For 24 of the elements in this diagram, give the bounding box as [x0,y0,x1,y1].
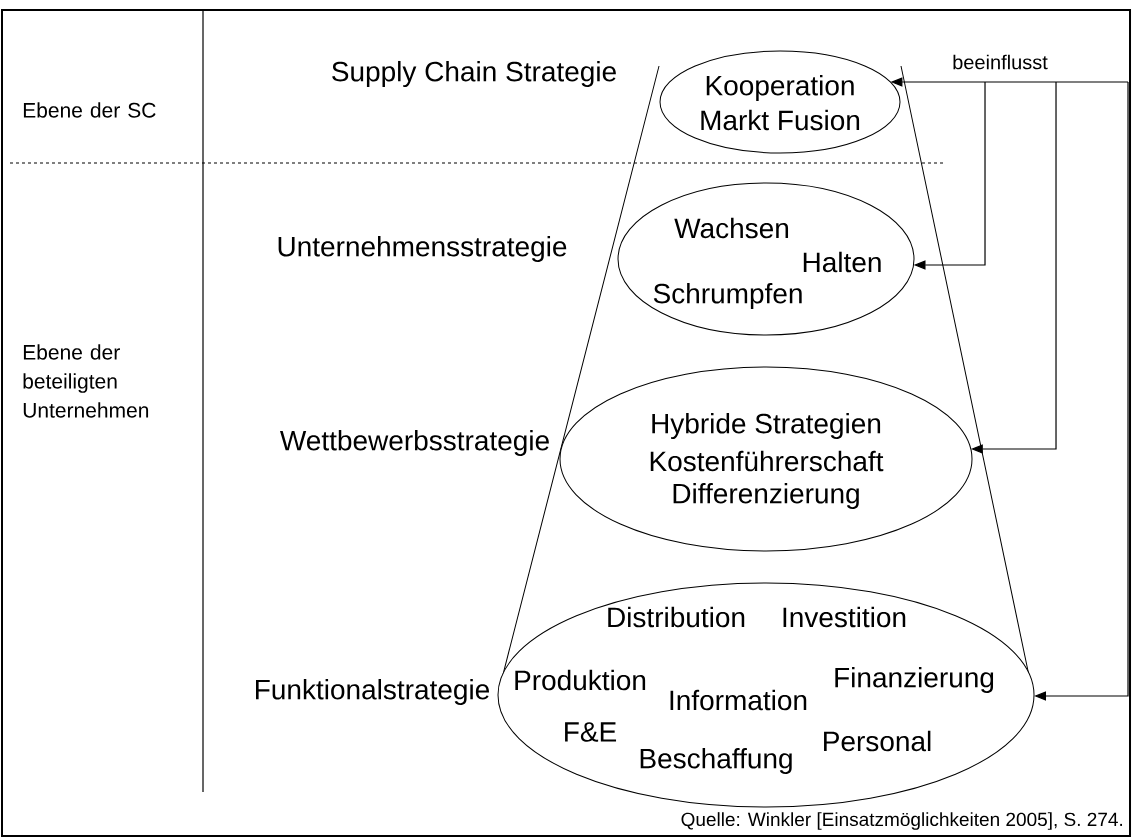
level-label: Funktionalstrategie [256,678,489,706]
ellipse-text: Hybride Strategien [652,412,881,440]
source-caption: Quelle: Winkler [Einsatzmöglichkeiten 2005], S. 274. [681,812,1122,830]
ellipse-text: Produktion [515,669,646,691]
ellipse-text: Investition [783,606,906,628]
ellipse-text: Personal [824,730,931,752]
level-label: Ebene der SC [23,102,156,118]
level-label: Supply Chain Strategie [332,60,616,88]
ellipse-text: Wachsen [674,217,788,239]
ellipse-text: Schrumpfen [653,282,802,310]
ellipse-text: Distribution [608,606,745,628]
level-label: Ebene der beteiligten Unternehmen [23,344,149,418]
ellipse-text: Markt Fusion [701,109,860,131]
ellipse-text: Halten [803,251,881,273]
ellipse-text: Information [670,689,807,711]
ellipse-text: Finanzierung [835,666,994,694]
ellipse-text: Kooperation [706,74,854,102]
level-label: Unternehmensstrategie [278,235,567,263]
ellipse-text: Kostenführerschaft [650,450,884,472]
edge-label: beeinflusst [953,54,1048,70]
ellipse-text: Beschaffung [640,747,792,775]
level-label: Wettbewerbsstrategie [280,429,549,457]
ellipse-text: Differenzierung [673,482,859,510]
ellipse-text: F&E [565,722,617,742]
